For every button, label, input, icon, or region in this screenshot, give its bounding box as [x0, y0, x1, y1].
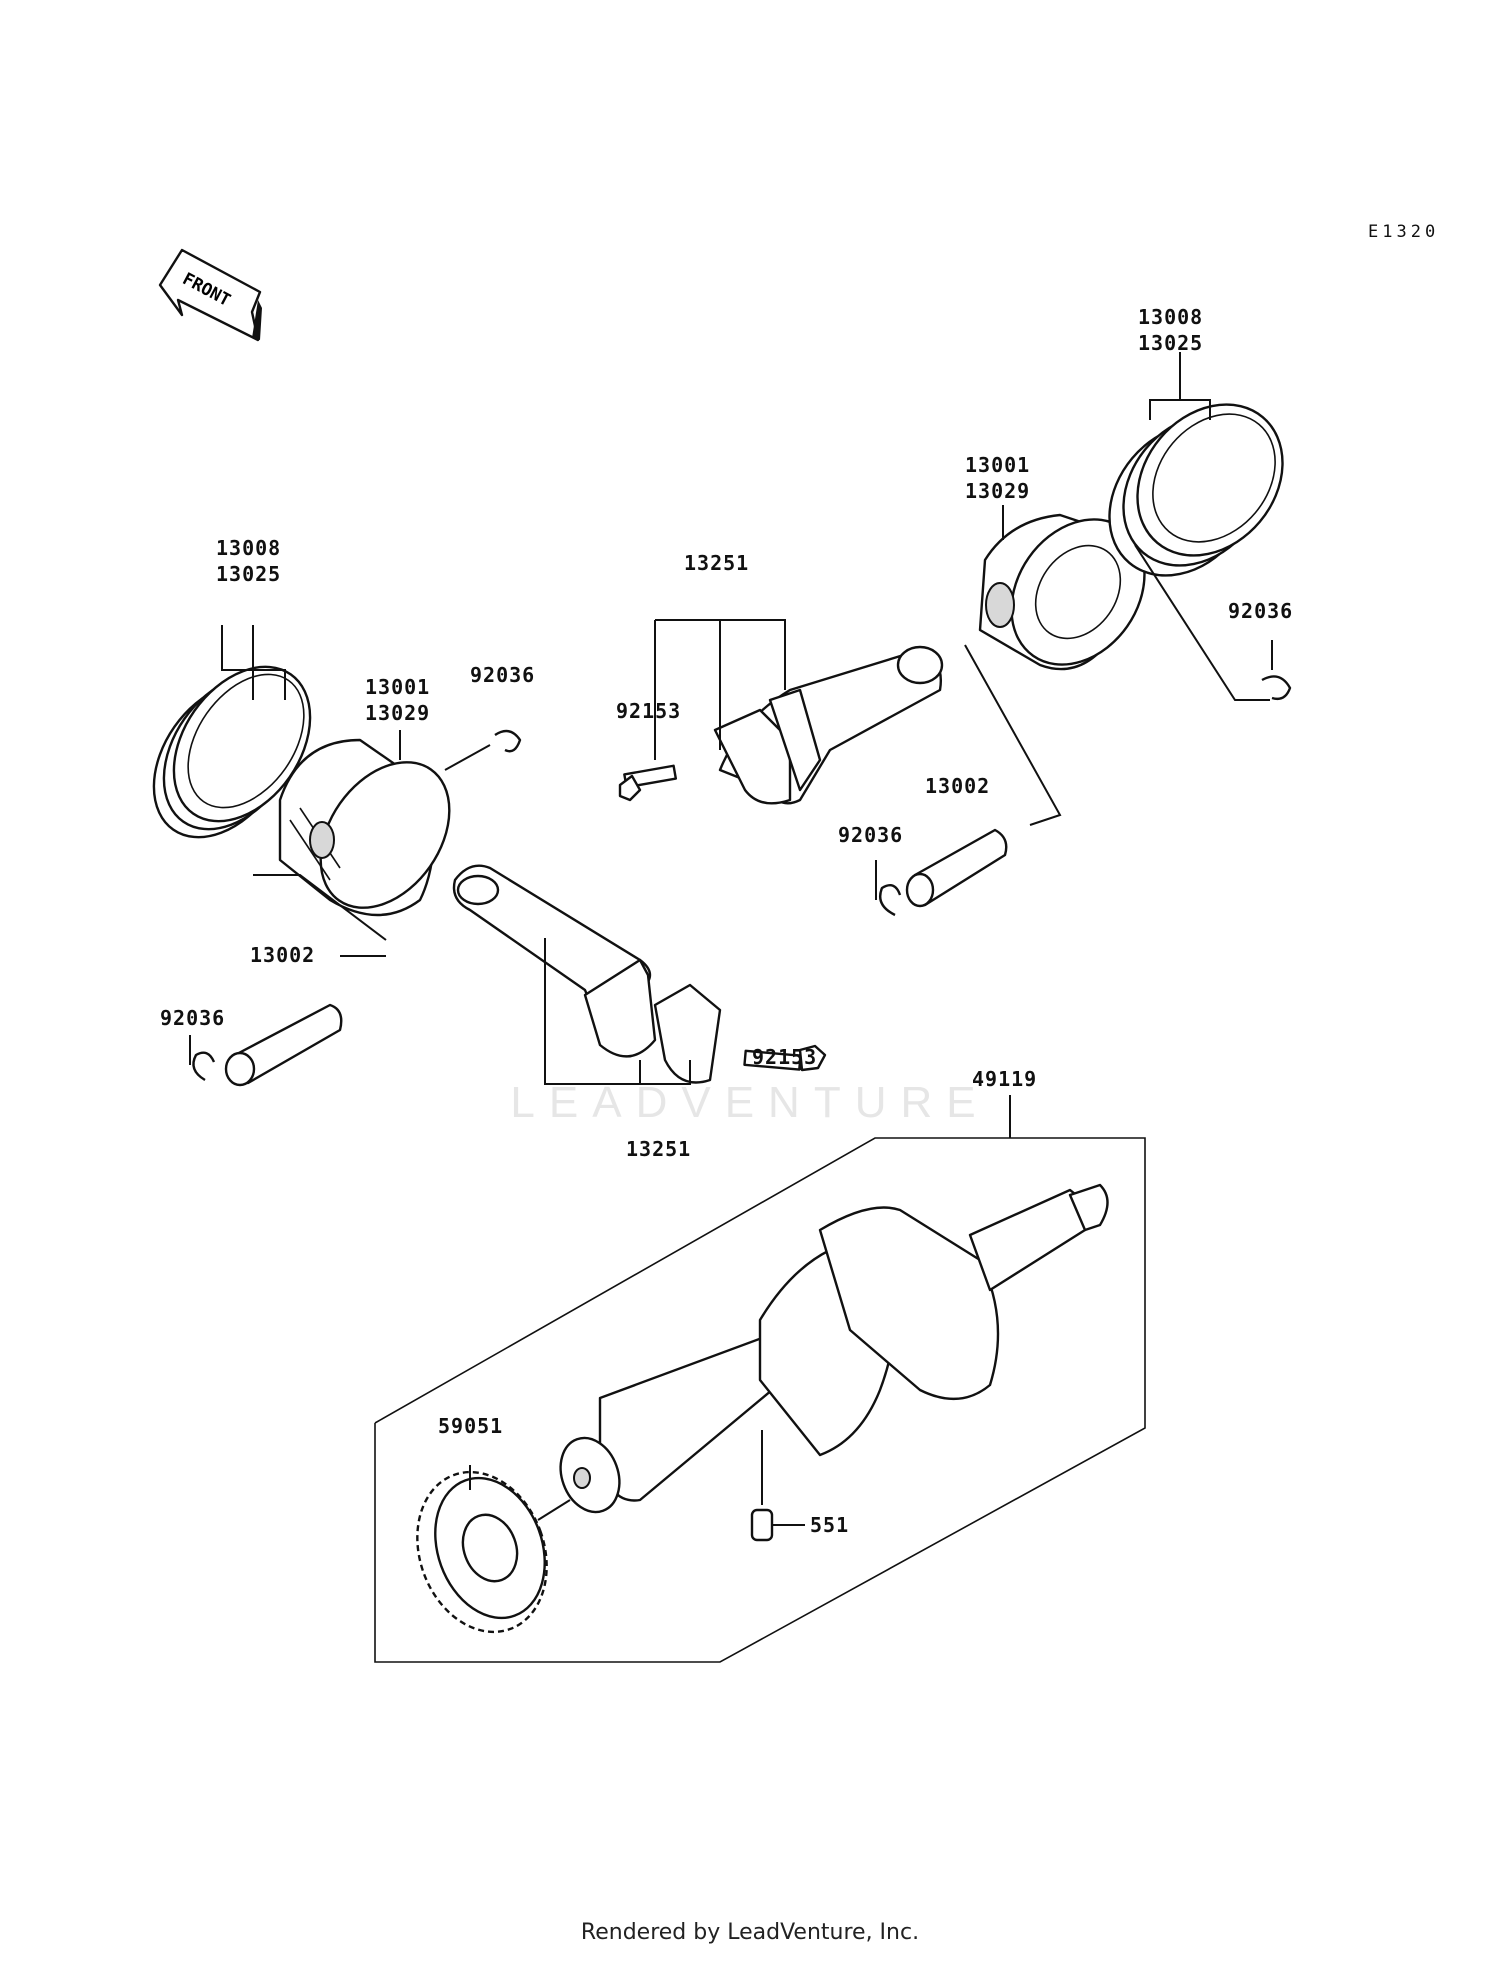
left-rod-bolt [743, 1044, 827, 1072]
right-rod-bolt [618, 764, 678, 802]
callout-right-bolt[interactable]: 92153 [616, 699, 682, 723]
callout-right-piston[interactable]: 13001 13029 [965, 453, 1031, 503]
callout-left-clip-top[interactable]: 92036 [470, 663, 536, 687]
crankshaft-group-frame [374, 1137, 1146, 1663]
right-clip-top [1261, 675, 1292, 701]
callout-left-rings[interactable]: 13008 13025 [216, 536, 282, 586]
front-arrow-icon: FRONT [158, 248, 262, 342]
callout-right-pin[interactable]: 13002 [925, 774, 991, 798]
left-piston-pin [224, 1003, 343, 1087]
left-connecting-rod [452, 864, 722, 1084]
callout-left-clip-bottom[interactable]: 92036 [160, 1006, 226, 1030]
callout-left-piston[interactable]: 13001 13029 [365, 675, 431, 725]
callout-left-bolt[interactable]: 92153 [752, 1045, 818, 1069]
callout-left-rod[interactable]: 13251 [626, 1137, 692, 1161]
woodruff-key [750, 1508, 774, 1542]
left-piston-rings [152, 665, 312, 839]
callout-gear[interactable]: 59051 [438, 1414, 504, 1438]
left-clip-top [494, 729, 522, 753]
callout-right-clip-bottom[interactable]: 92036 [838, 823, 904, 847]
callout-right-rod[interactable]: 13251 [684, 551, 750, 575]
leader-lines [189, 352, 1273, 1526]
diagram-code: E1320 [1368, 222, 1440, 242]
left-piston [278, 738, 451, 917]
footer-credit: Rendered by LeadVenture, Inc. [580, 1920, 920, 1945]
left-clip-bottom [192, 1051, 216, 1082]
callout-crankshaft[interactable]: 49119 [972, 1067, 1038, 1091]
right-piston [978, 513, 1146, 671]
callout-key[interactable]: 551 [810, 1513, 850, 1537]
crank-gear [416, 1470, 548, 1634]
callout-right-rings[interactable]: 13008 13025 [1138, 305, 1204, 355]
right-piston-rings [1108, 403, 1284, 577]
right-connecting-rod [713, 645, 944, 805]
crankshaft [559, 1183, 1109, 1514]
right-piston-pin [905, 828, 1008, 908]
callout-left-pin[interactable]: 13002 [250, 943, 316, 967]
right-clip-bottom [878, 884, 902, 917]
watermark-text: LEADVENTURE [510, 1078, 990, 1127]
callout-right-clip-top[interactable]: 92036 [1228, 599, 1294, 623]
